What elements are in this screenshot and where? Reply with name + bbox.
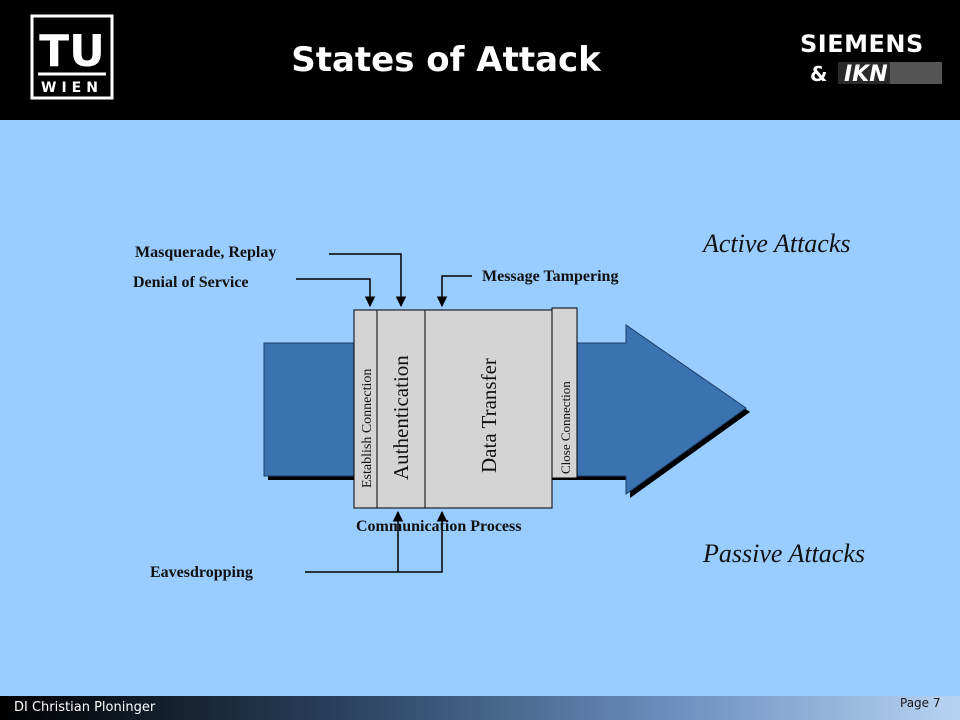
tampering-connector [436,275,472,308]
tu-logo-text: TU [39,26,105,77]
page-number: Page 7 [900,696,941,710]
passive-attacks-label: Passive Attacks [702,539,865,568]
author-name: DI Christian Ploninger [14,700,156,715]
page-title: States of Attack [291,40,601,80]
masquerade-label: Masquerade, Replay [135,244,276,261]
tampering-label: Message Tampering [482,268,618,285]
ikn-logo-text: IKN [844,62,888,84]
active-attacks-label: Active Attacks [701,229,851,258]
phase-auth-label: Authentication [389,355,413,480]
denial-connector [296,278,376,308]
phase-close-label: Close Connection [558,381,573,474]
wien-logo-text: WIEN [41,80,103,96]
header-bar [0,0,960,120]
ikn-logo: IKN [838,62,942,84]
footer-bar [0,696,960,720]
tu-wien-logo: TU WIEN [30,14,114,100]
phase-close-box [551,307,578,479]
masquerade-connector [329,253,407,308]
ampersand: & [810,62,828,86]
denial-label: Denial of Service [133,274,249,291]
phase-transfer-label: Data Transfer [477,358,501,473]
eavesdrop-connector [305,510,448,573]
process-label: Communication Process [356,518,521,535]
siemens-logo: SIEMENS [800,30,924,58]
eavesdropping-label: Eavesdropping [150,564,253,581]
phase-establish-label: Establish Connection [360,369,375,488]
